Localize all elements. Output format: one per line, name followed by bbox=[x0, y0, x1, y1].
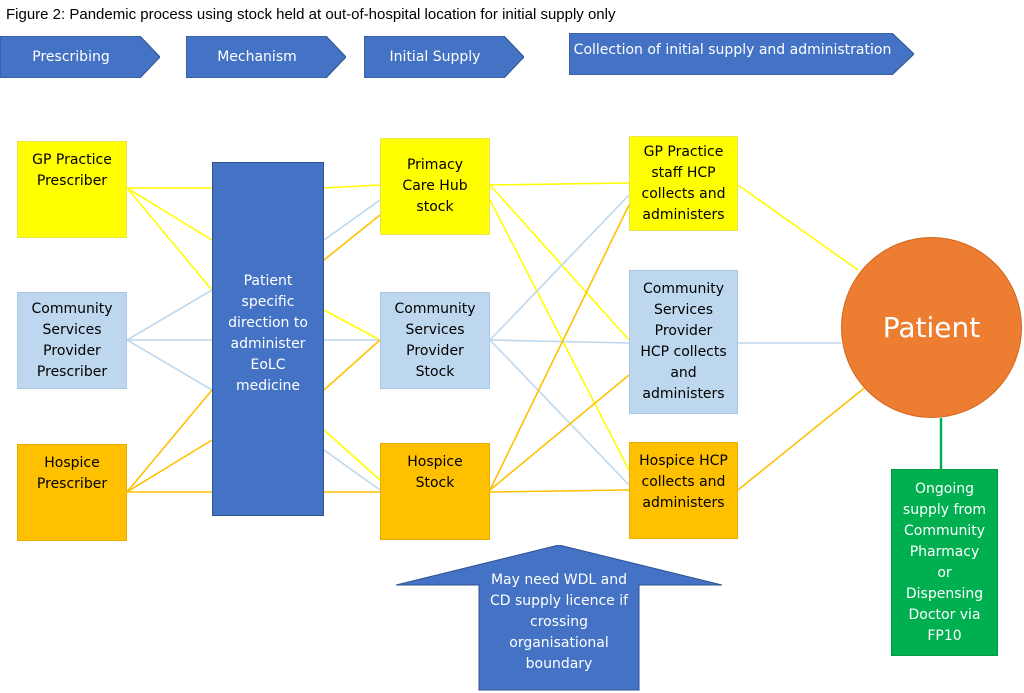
patient-specific-direction: Patient specific direction to administer… bbox=[212, 162, 324, 516]
connector-line bbox=[489, 339, 630, 486]
connector-line bbox=[489, 182, 630, 186]
connector-line bbox=[489, 489, 630, 493]
patient-circle: Patient bbox=[841, 237, 1022, 418]
connector-line bbox=[126, 187, 213, 291]
header-collection: Collection of initial supply and adminis… bbox=[569, 33, 914, 75]
header-label: Mechanism bbox=[217, 49, 297, 65]
connector-line bbox=[126, 339, 213, 391]
hospice-prescriber: Hospice Prescriber bbox=[17, 444, 127, 541]
licence-note-text: May need WDL and CD supply licence if cr… bbox=[489, 572, 629, 672]
figure-title: Figure 2: Pandemic process using stock h… bbox=[6, 6, 616, 23]
connector-line bbox=[737, 384, 869, 491]
header-label: Collection of initial supply and adminis… bbox=[573, 42, 892, 58]
connector-line bbox=[489, 184, 630, 341]
header-prescribing: Prescribing bbox=[0, 36, 160, 78]
community-services-collects: Community Services Provider HCP collects… bbox=[629, 270, 738, 414]
connector-line bbox=[323, 339, 381, 391]
connector-line bbox=[323, 184, 381, 189]
connector-line bbox=[323, 449, 381, 491]
header-label: Initial Supply bbox=[389, 49, 481, 65]
connector-line bbox=[737, 184, 859, 271]
gp-practice-prescriber: GP Practice Prescriber bbox=[17, 141, 127, 238]
connector-line bbox=[126, 187, 213, 241]
connector-line bbox=[126, 439, 213, 493]
header-initial-supply: Initial Supply bbox=[364, 36, 524, 78]
connector-line bbox=[323, 214, 381, 261]
ongoing-supply: Ongoing supply from Community Pharmacy o… bbox=[891, 469, 998, 656]
licence-note-arrow: May need WDL and CD supply licence if cr… bbox=[396, 545, 722, 691]
connector-line bbox=[489, 204, 630, 491]
connector-line bbox=[489, 199, 630, 471]
header-mechanism: Mechanism bbox=[186, 36, 346, 78]
header-label: Prescribing bbox=[32, 49, 110, 65]
primary-care-hub-stock: Primacy Care Hub stock bbox=[380, 138, 490, 235]
connector-line bbox=[323, 199, 381, 241]
hospice-stock: Hospice Stock bbox=[380, 443, 490, 540]
hospice-collects: Hospice HCP collects and administers bbox=[629, 442, 738, 539]
gp-practice-collects: GP Practice staff HCP collects and admin… bbox=[629, 136, 738, 231]
connector-line bbox=[489, 194, 630, 341]
connector-line bbox=[126, 389, 213, 493]
community-services-prescriber: Community Services Provider Prescriber bbox=[17, 292, 127, 389]
connector-line bbox=[323, 309, 381, 341]
community-services-stock: Community Services Provider Stock bbox=[380, 292, 490, 389]
connector-line bbox=[489, 339, 630, 344]
connector-line bbox=[489, 374, 630, 491]
connector-line bbox=[126, 289, 213, 341]
connector-line bbox=[323, 429, 381, 481]
